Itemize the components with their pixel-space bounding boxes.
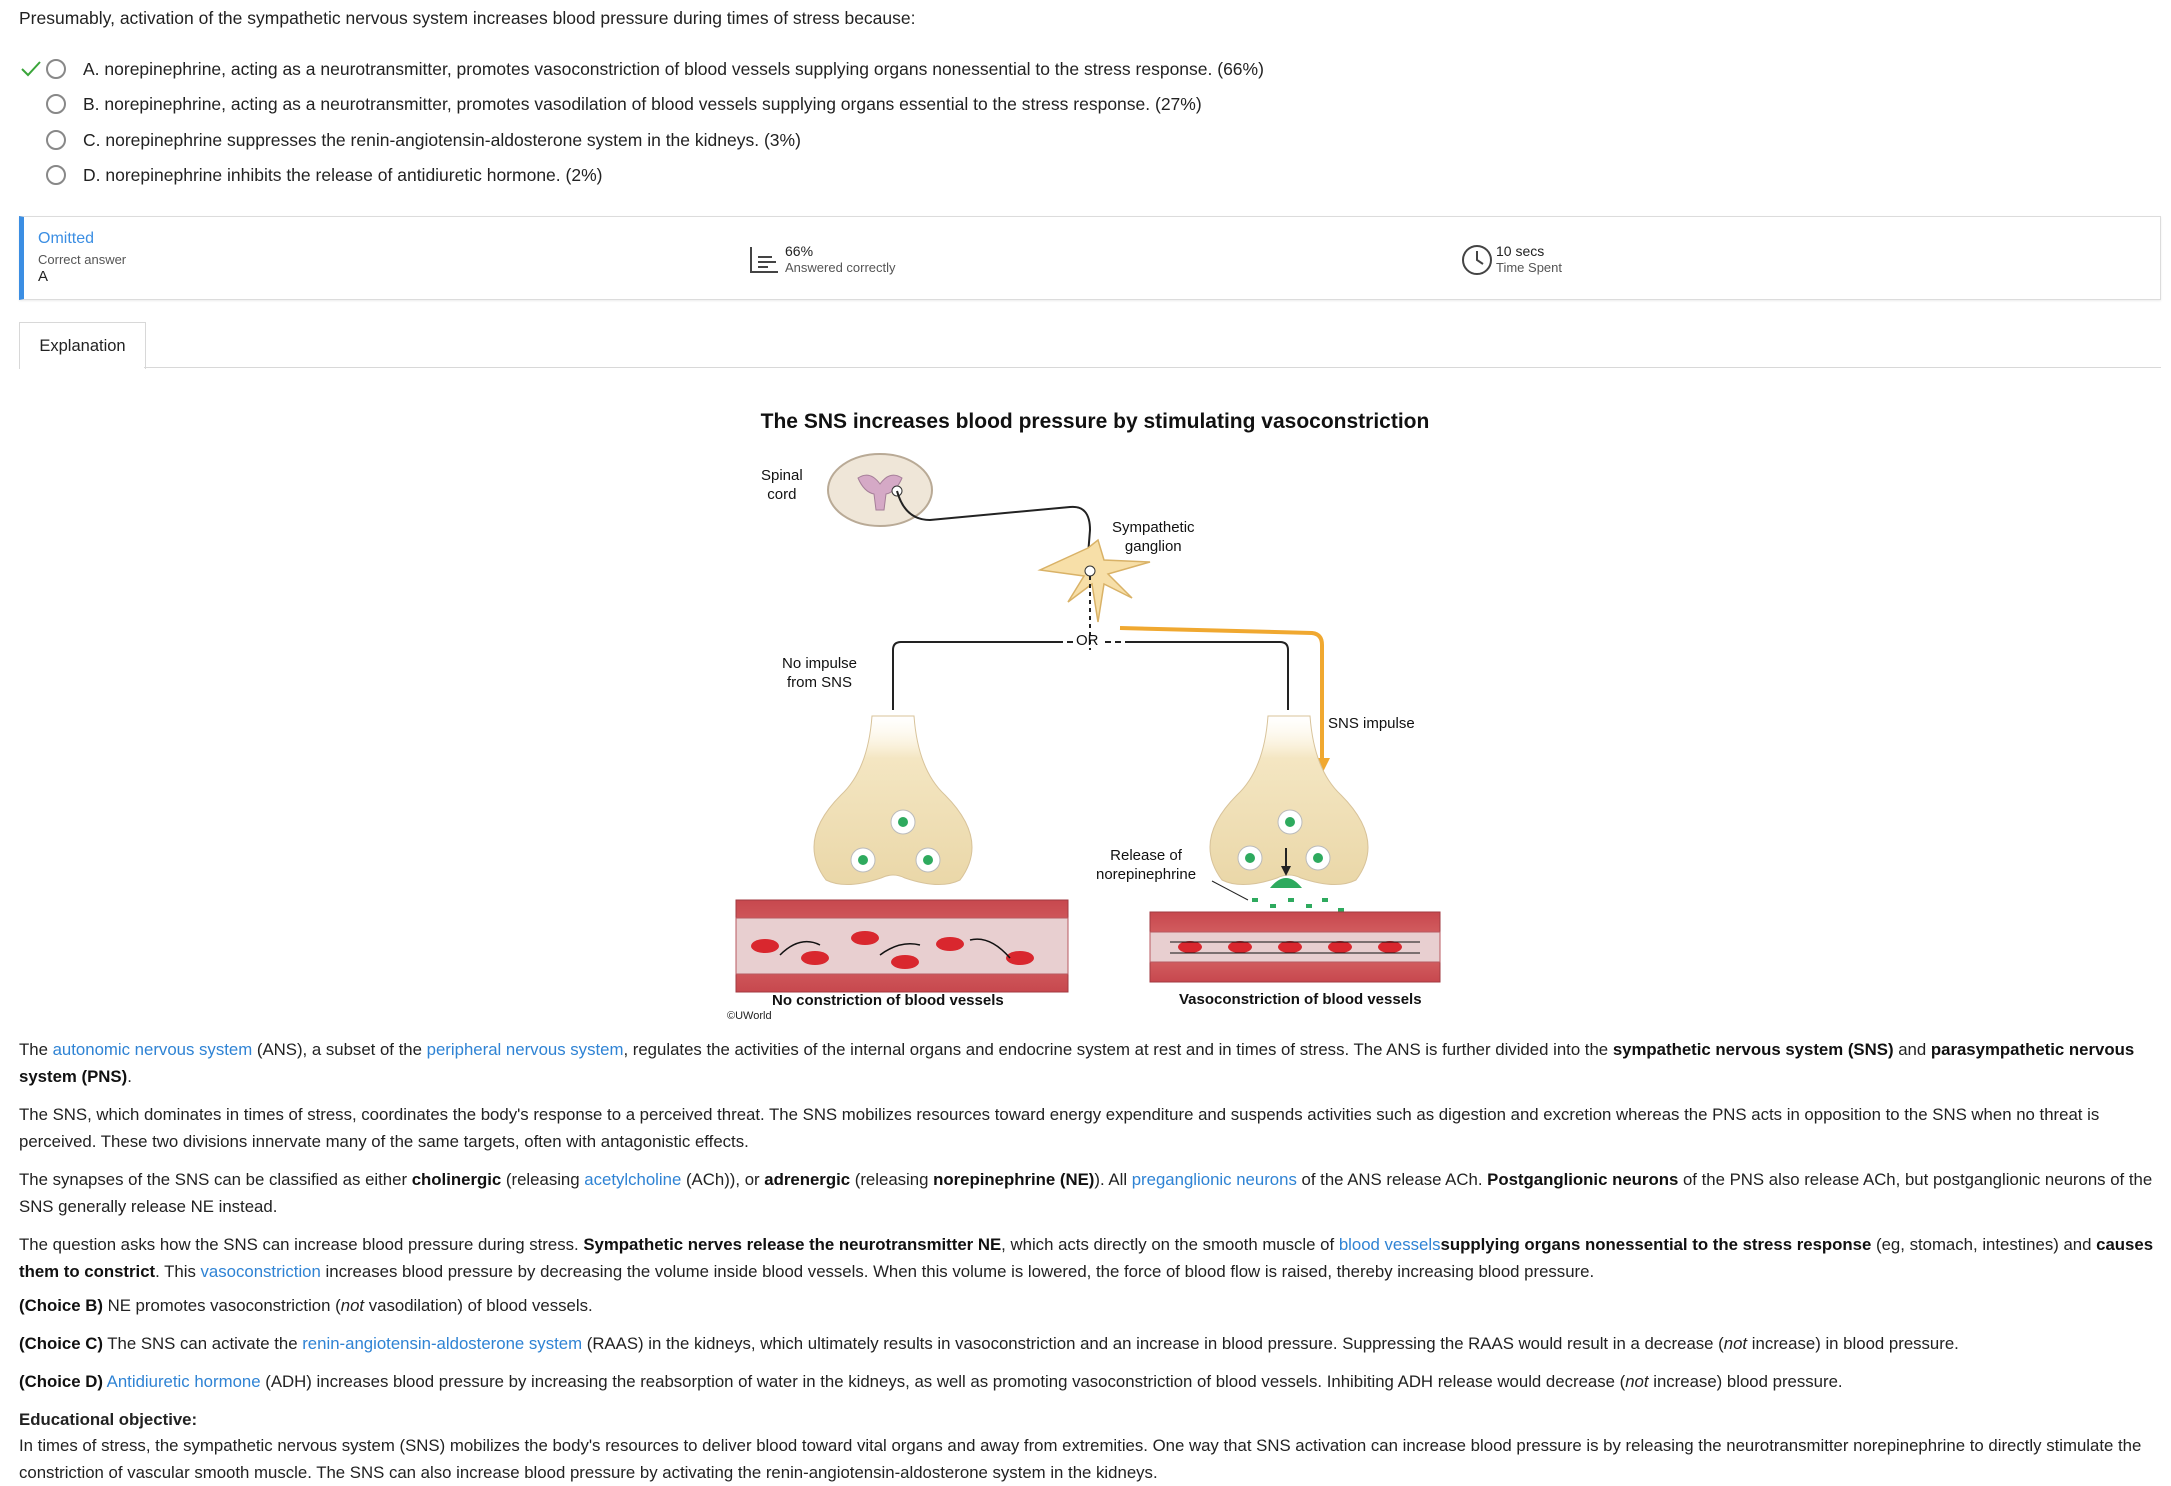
link-blood-vessels[interactable]: blood vessels xyxy=(1338,1235,1441,1254)
time-spent-label: Time Spent xyxy=(1496,260,1562,275)
correct-answer-label: Correct answer xyxy=(38,252,127,267)
explanation-choice-c: (Choice C) The SNS can activate the reni… xyxy=(19,1334,1959,1353)
sns-vasoconstriction-diagram xyxy=(735,453,1441,993)
sympathetic-ganglion-icon xyxy=(1037,538,1151,623)
explanation-paragraph-4: The question asks how the SNS can increa… xyxy=(19,1235,2154,1281)
copyright: ©UWorld xyxy=(727,1010,772,1022)
link-preganglionic-neurons[interactable]: preganglionic neurons xyxy=(1131,1170,1297,1189)
clock-icon xyxy=(1462,245,1492,275)
correct-answer-value: A xyxy=(38,268,49,285)
spinal-cord-icon xyxy=(827,453,933,527)
radio-button[interactable] xyxy=(46,94,66,114)
explanation-choice-d: (Choice D) Antidiuretic hormone (ADH) in… xyxy=(19,1372,1843,1391)
percent-correct-label: Answered correctly xyxy=(785,260,896,275)
link-raas[interactable]: renin-angiotensin-aldosterone system xyxy=(302,1334,583,1353)
axon-terminal-left xyxy=(813,715,973,885)
educational-objective-title: Educational objective: xyxy=(19,1410,198,1429)
link-autonomic-nervous-system[interactable]: autonomic nervous system xyxy=(52,1040,253,1059)
axon-terminal-right xyxy=(1209,715,1369,888)
explanation-choice-b: (Choice B) NE promotes vasoconstriction … xyxy=(19,1296,593,1315)
choice-text: B. norepinephrine, acting as a neurotran… xyxy=(83,93,1202,114)
choice-text: C. norepinephrine suppresses the renin-a… xyxy=(83,129,801,150)
link-acetylcholine[interactable]: acetylcholine xyxy=(584,1170,682,1189)
blood-vessel-normal xyxy=(735,899,1069,993)
explanation-paragraph-3: The synapses of the SNS can be classifie… xyxy=(19,1170,2153,1216)
label-sns-impulse: SNS impulse xyxy=(1328,715,1415,732)
educational-objective-text: In times of stress, the sympathetic nerv… xyxy=(19,1436,2142,1482)
link-antidiuretic-hormone[interactable]: Antidiuretic hormone xyxy=(106,1372,261,1391)
question-stem: Presumably, activation of the sympatheti… xyxy=(19,8,916,28)
correct-check-icon xyxy=(21,61,41,77)
explanation-paragraph-2: The SNS, which dominates in times of str… xyxy=(19,1105,2100,1151)
choice-text: D. norepinephrine inhibits the release o… xyxy=(83,164,603,185)
radio-button[interactable] xyxy=(46,59,66,79)
blood-vessel-constricted xyxy=(1149,911,1441,983)
tab-explanation[interactable]: Explanation xyxy=(19,322,146,369)
answer-status: Omitted xyxy=(38,230,95,247)
label-or: OR xyxy=(1076,632,1099,649)
link-vasoconstriction[interactable]: vasoconstriction xyxy=(200,1262,321,1281)
radio-button[interactable] xyxy=(46,165,66,185)
bar-chart-icon xyxy=(750,247,778,273)
radio-button[interactable] xyxy=(46,130,66,150)
caption-no-constriction: No constriction of blood vessels xyxy=(772,992,1004,1009)
choice-text: A. norepinephrine, acting as a neurotran… xyxy=(83,58,1264,79)
caption-vasoconstriction: Vasoconstriction of blood vessels xyxy=(1179,991,1422,1008)
link-peripheral-nervous-system[interactable]: peripheral nervous system xyxy=(426,1040,624,1059)
figure-title: The SNS increases blood pressure by stim… xyxy=(760,410,1430,433)
explanation-paragraph-1: The autonomic nervous system (ANS), a su… xyxy=(19,1040,2135,1086)
tab-divider xyxy=(144,367,2161,368)
percent-correct: 66% xyxy=(785,243,814,259)
answer-stats-panel: Omitted Correct answer A 66% Answered co… xyxy=(19,216,2161,300)
time-spent: 10 secs xyxy=(1496,243,1545,259)
